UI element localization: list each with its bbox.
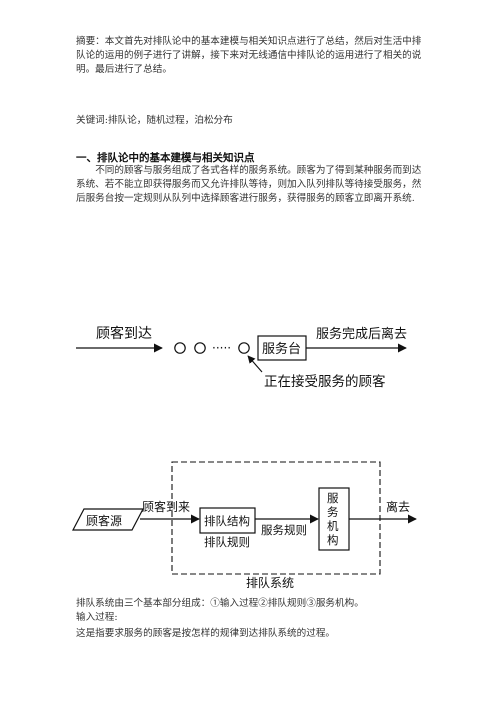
leave-label: 离去 xyxy=(386,499,410,514)
bottom-line-2: 输入过程: xyxy=(76,612,118,623)
in-service-label: 正在接受服务的顾客 xyxy=(264,373,386,390)
server-label: 服务台 xyxy=(262,341,301,357)
bottom-line-1: 排队系统由三个基本部分组成：①输入过程②排队规则③服务机构。 xyxy=(76,598,364,609)
abstract: 摘要：本文首先对排队论中的基本建模与相关知识点进行了总结，然后对生活中排队论的运… xyxy=(76,36,422,75)
svg-text:构: 构 xyxy=(327,533,339,547)
queue-structure-box xyxy=(199,507,256,534)
come-label: 顾客到来 xyxy=(142,499,190,514)
queue-diagram: 顾客到达 ····· 服务台 服务完成后离去 正在接受服务的顾客 xyxy=(76,325,407,390)
svg-text:服: 服 xyxy=(327,491,339,505)
waiting-customer xyxy=(194,342,206,354)
system-diagram: 顾客源 顾客到来 排队结构 排队规则 服务规则 服 务 机 构 离去 排队系统 xyxy=(72,461,417,590)
arrive-label: 顾客到达 xyxy=(96,325,152,342)
bottom-line-3: 这是指要求服务的顾客是按怎样的规律到达排队系统的过程。 xyxy=(76,628,336,639)
source-label: 顾客源 xyxy=(86,513,122,528)
queue-structure-label: 排队结构 xyxy=(204,514,250,528)
pointer-arrow xyxy=(247,355,263,373)
queue-dots: ····· xyxy=(212,341,231,355)
svg-text:务: 务 xyxy=(327,505,339,519)
serving-customer xyxy=(238,342,250,354)
service-rule-label: 服务规则 xyxy=(261,523,307,537)
leave-label: 服务完成后离去 xyxy=(316,326,407,342)
section-title: 一、排队论中的基本建模与相关知识点 xyxy=(76,152,255,164)
system-label: 排队系统 xyxy=(246,575,294,590)
keywords: 关键词:排队论，随机过程，泊松分布 xyxy=(76,115,233,126)
source-shape xyxy=(72,508,144,531)
section-paragraph: 不同的顾客与服务组成了各式各样的服务系统。顾客为了得到某种服务而到达系统、若不能… xyxy=(76,165,422,204)
waiting-customer xyxy=(174,342,186,354)
system-boundary xyxy=(171,461,381,575)
svg-text:机: 机 xyxy=(327,519,339,533)
queue-rule-label: 排队规则 xyxy=(204,535,250,549)
